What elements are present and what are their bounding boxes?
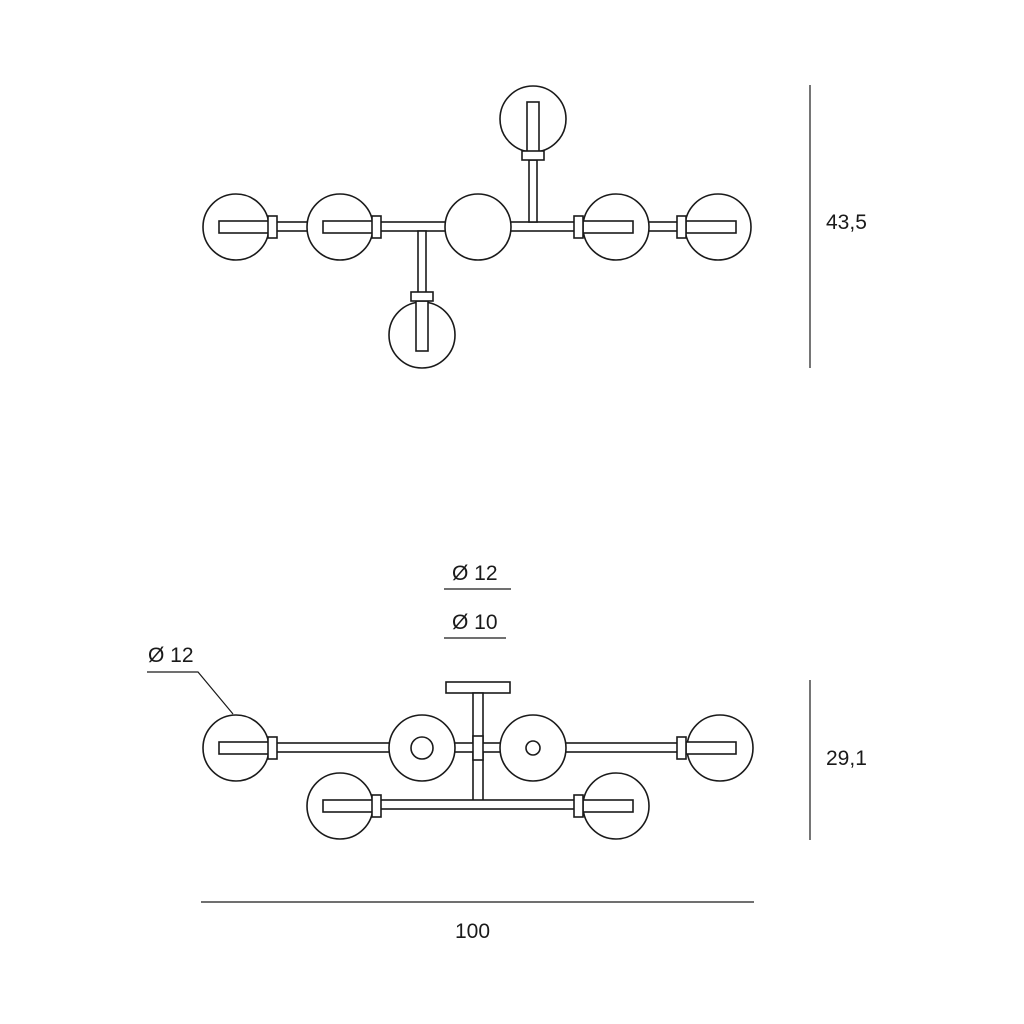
- front-bulb-lower-left: [322, 799, 374, 813]
- top-height-label: 43,5: [826, 211, 867, 234]
- down-rod-overlap: [472, 735, 484, 761]
- top-bulb-2: [322, 220, 374, 234]
- top-socket-4: [573, 215, 584, 239]
- top-socket-2: [371, 215, 382, 239]
- front-lower-bar: [379, 799, 577, 810]
- front-bulb-right: [685, 741, 737, 755]
- top-bulb-lower: [415, 300, 429, 352]
- front-view: Ø 12 Ø 10 Ø 12 29,1 100: [147, 562, 867, 943]
- front-bulb-end-left: [410, 736, 434, 760]
- top-globe-center: [444, 193, 512, 261]
- canopy-outer-diameter-label: Ø 12: [452, 562, 498, 585]
- top-socket-upper: [521, 150, 545, 161]
- front-socket-lower-left: [371, 794, 382, 818]
- front-bulb-end-right: [525, 740, 541, 756]
- globe-diameter-leader: [147, 671, 234, 715]
- front-socket-left: [267, 736, 278, 760]
- front-socket-lower-right: [573, 794, 584, 818]
- top-bulb-4: [582, 220, 634, 234]
- top-bulb-5: [685, 220, 737, 234]
- top-socket-lower: [410, 291, 434, 302]
- canopy-inner-diameter-label: Ø 10: [452, 611, 498, 634]
- front-bulb-left: [218, 741, 270, 755]
- top-socket-5: [676, 215, 687, 239]
- front-socket-right: [676, 736, 687, 760]
- front-bulb-lower-right: [582, 799, 634, 813]
- top-stem-up: [528, 159, 538, 223]
- top-socket-1: [267, 215, 278, 239]
- top-stem-down: [417, 230, 427, 294]
- globe-diameter-label: Ø 12: [148, 644, 194, 667]
- top-view: 43,5: [202, 85, 867, 369]
- top-bulb-1: [218, 220, 270, 234]
- canopy: [445, 681, 511, 694]
- total-width-label: 100: [455, 920, 490, 943]
- top-bulb-upper: [526, 101, 540, 153]
- bottom-height-label: 29,1: [826, 747, 867, 770]
